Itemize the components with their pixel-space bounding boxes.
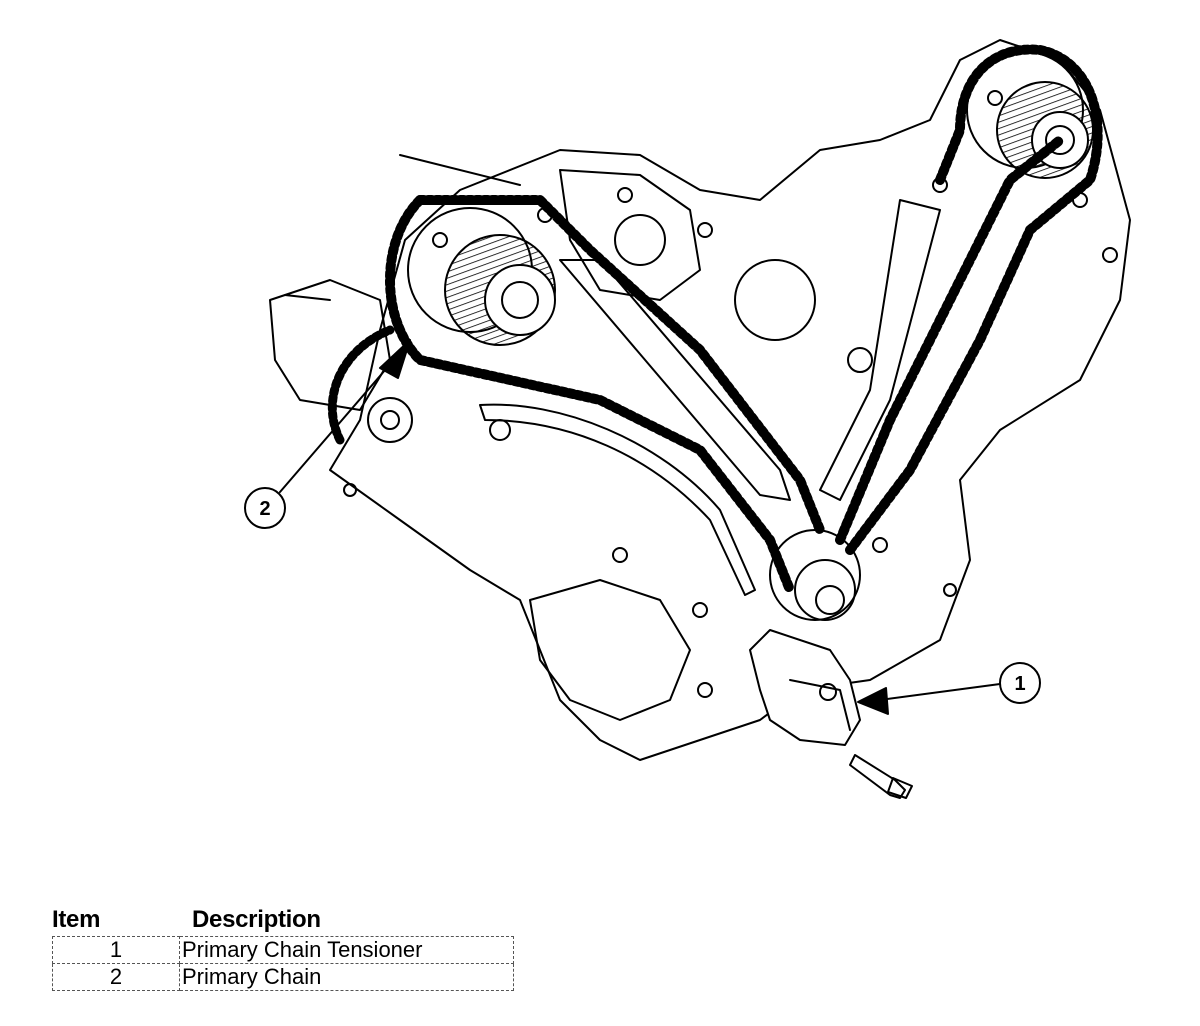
cover-hole bbox=[614, 214, 666, 266]
reference-line bbox=[399, 154, 521, 186]
table-row: 1 Primary Chain Tensioner bbox=[52, 936, 514, 964]
tensioner-bolt-head bbox=[887, 777, 913, 799]
reference-line bbox=[284, 294, 331, 301]
cover-bolts bbox=[343, 90, 1118, 698]
engine-cover-outline bbox=[329, 39, 1131, 761]
legend-item-description: Primary Chain Tensioner bbox=[179, 936, 514, 964]
tensioner-bolt bbox=[849, 754, 906, 799]
aux-bolt bbox=[380, 410, 400, 430]
primary-chain-left-upper bbox=[415, 195, 825, 535]
primary-chain-left bbox=[385, 195, 795, 595]
callout-1-leader bbox=[879, 683, 1001, 701]
engine-block-left bbox=[269, 279, 391, 411]
table-row: 2 Primary Chain bbox=[52, 963, 514, 991]
legend-item-number: 1 bbox=[52, 936, 180, 964]
chain-guide-right bbox=[819, 199, 941, 501]
right-cam-bolt bbox=[1045, 125, 1075, 155]
chain-guide-center bbox=[559, 259, 791, 501]
legend-item-number: 2 bbox=[52, 963, 180, 991]
aux-sprocket bbox=[367, 397, 413, 443]
left-cam-hub bbox=[484, 264, 556, 336]
callout-2-number: 2 bbox=[259, 498, 270, 520]
legend-table: 1 Primary Chain Tensioner 2 Primary Chai… bbox=[52, 936, 514, 991]
chain-guide-left bbox=[479, 403, 756, 596]
legend-header: Item Description bbox=[52, 906, 516, 936]
callout-2-leader bbox=[279, 361, 393, 493]
legend-header-item: Item bbox=[52, 906, 101, 933]
left-cam-bolt bbox=[501, 281, 539, 319]
primary-chain-right-outer bbox=[845, 44, 1103, 555]
tensioner-body bbox=[749, 629, 861, 746]
callout-1-arrowhead bbox=[857, 687, 889, 715]
engine-cover-inner bbox=[559, 169, 701, 301]
crank-sprocket-inner bbox=[794, 559, 856, 621]
crank-bolt bbox=[815, 585, 845, 615]
callout-1: 1 bbox=[999, 662, 1041, 704]
tensioner-face bbox=[789, 679, 851, 731]
legend-header-description: Description bbox=[192, 906, 321, 933]
callout-2: 2 bbox=[244, 487, 286, 529]
legend-item-description: Primary Chain bbox=[179, 963, 514, 991]
water-pump-housing bbox=[529, 579, 691, 721]
secondary-chain-left bbox=[327, 325, 395, 445]
engine-timing-diagram: 1 2 bbox=[244, 39, 1131, 799]
tensioner-plunger bbox=[819, 683, 837, 701]
primary-chain-right bbox=[835, 135, 1065, 545]
callout-1-number: 1 bbox=[1014, 673, 1025, 695]
idler-bore bbox=[734, 259, 816, 341]
parts-legend: Item Description 1 Primary Chain Tension… bbox=[52, 906, 516, 991]
callout-2-arrowhead bbox=[379, 339, 411, 379]
